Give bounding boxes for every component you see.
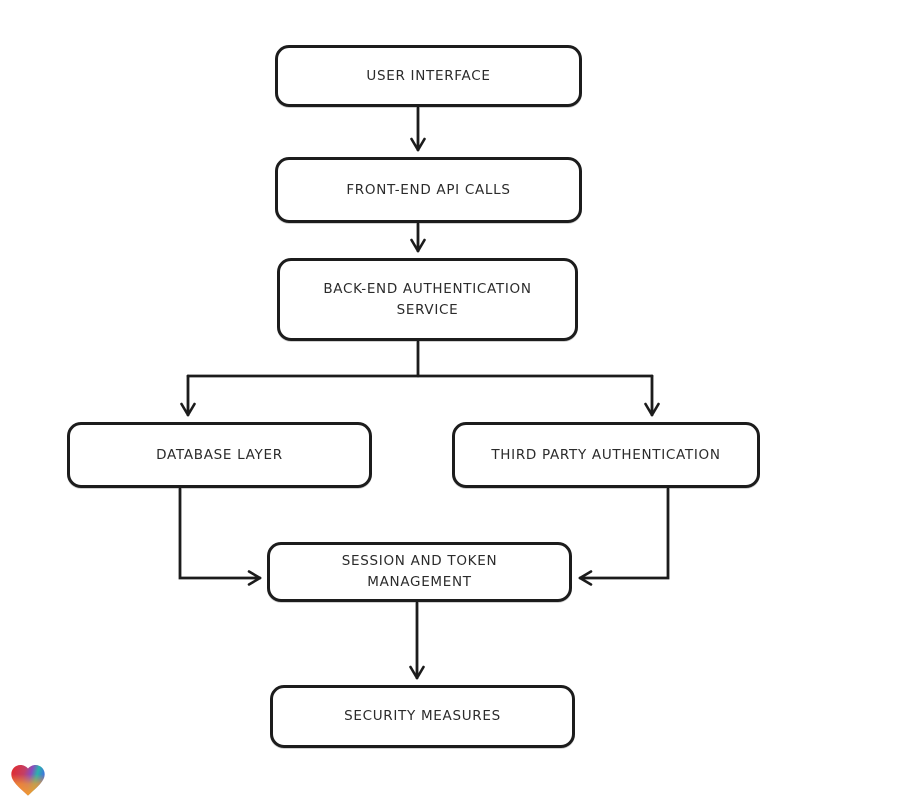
node-back-end-authentication-service[interactable]: BACK-END AUTHENTICATION SERVICE (277, 258, 578, 341)
node-third-party-authentication[interactable]: THIRD PARTY AUTHENTICATION (452, 422, 760, 488)
node-label: BACK-END AUTHENTICATION SERVICE (323, 280, 532, 318)
node-label: DATABASE LAYER (156, 446, 283, 463)
node-security-measures[interactable]: SECURITY MEASURES (270, 685, 575, 748)
node-label: THIRD PARTY AUTHENTICATION (491, 446, 721, 463)
edge-database-to-session (178, 487, 262, 586)
heart-logo[interactable] (8, 760, 48, 800)
node-label: FRONT-END API CALLS (346, 181, 511, 198)
edge-third-party-to-session (578, 487, 670, 586)
node-label: USER INTERFACE (366, 67, 491, 84)
node-label: SECURITY MEASURES (344, 708, 501, 725)
node-database-layer[interactable]: DATABASE LAYER (67, 422, 372, 488)
node-front-end-api-calls[interactable]: FRONT-END API CALLS (275, 157, 582, 223)
node-session-and-token-management[interactable]: SESSION AND TOKEN MANAGEMENT (267, 542, 572, 602)
node-label: SESSION AND TOKEN MANAGEMENT (341, 553, 498, 590)
node-user-interface[interactable]: USER INTERFACE (275, 45, 582, 107)
